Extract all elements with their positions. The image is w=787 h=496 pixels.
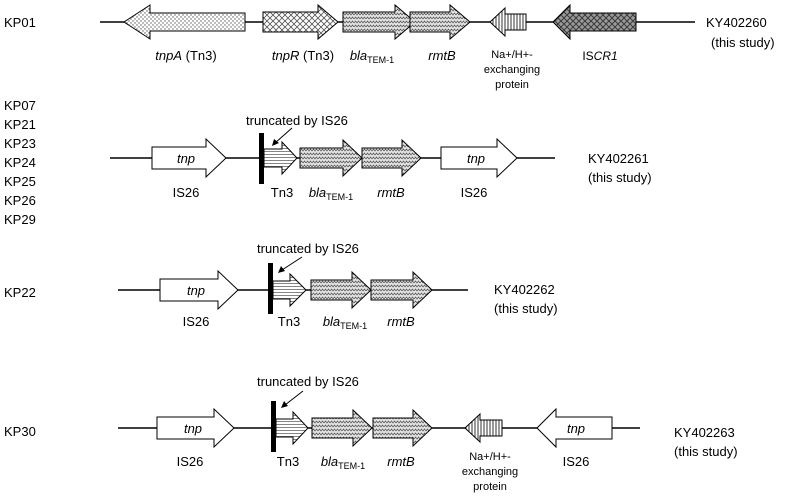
gene-arrow-blatem1 [311, 408, 373, 448]
isolate-label: KP21 [4, 117, 36, 132]
is26-truncation-bar [259, 133, 264, 184]
gene-label-rmtb: rmtB [387, 454, 415, 469]
isolate-label: KP29 [4, 212, 36, 227]
gene-label-na-h-line2: exchanging [462, 466, 518, 478]
gene-arrow-iscr1 [552, 3, 637, 41]
isolate-label: KP25 [4, 174, 36, 189]
is26-truncation-bar [271, 401, 276, 452]
truncated-note: truncated by IS26 [257, 241, 359, 256]
gene-arrow-rmtb [370, 270, 433, 310]
gene-label-na-h-line1: Na+/H+- [491, 49, 533, 61]
gene-label-blatem1: blaTEM-1 [321, 454, 365, 471]
truncated-pointer-line [274, 127, 293, 144]
gene-label-tn3: Tn3 [278, 314, 300, 329]
truncated-pointer-line [281, 256, 303, 271]
isolate-label: KP07 [4, 98, 36, 113]
source-label: (this study) [588, 170, 652, 185]
gene-arrow-tnp-is26 [159, 269, 239, 311]
gene-arrow-blatem1 [342, 3, 416, 41]
accession-label: KY402263 [674, 425, 735, 440]
gene-arrow-tnpr [262, 3, 339, 41]
gene-label-tn3: Tn3 [277, 454, 299, 469]
gene-label-rmtb: rmtB [377, 185, 405, 200]
row-kp30: KP30 tnp tnp truncated by IS26 IS26 Tn3 … [4, 374, 738, 493]
gene-arrow-blatem1 [310, 270, 372, 310]
accession-label: KY402261 [588, 151, 649, 166]
row-kp07-group: KP07 KP21 KP23 KP24 KP25 KP26 KP29 tnp t… [4, 98, 652, 227]
gene-label-rmtb: rmtB [387, 314, 415, 329]
gene-arrow-tnp-is26 [536, 407, 613, 449]
gene-arrow-tnp-is26 [440, 137, 518, 179]
gene-arrow-tn3-truncated [263, 140, 298, 176]
gene-arrow-na-h-exchanger [489, 6, 527, 38]
gene-label-na-h-line2: exchanging [484, 64, 540, 76]
element-label-is26: IS26 [563, 454, 590, 469]
gene-arrow-blatem1 [299, 138, 363, 178]
gene-label-tnpa: tnpA (Tn3) [155, 48, 216, 63]
isolate-label: KP22 [4, 285, 36, 300]
gene-arrow-rmtb [372, 408, 433, 448]
gene-label-tnp: tnp [467, 151, 485, 166]
truncated-note: truncated by IS26 [257, 374, 359, 389]
element-label-is26: IS26 [183, 314, 210, 329]
isolate-label: KP01 [4, 15, 36, 30]
gene-arrow-tnp-is26 [156, 407, 235, 449]
gene-label-na-h-line1: Na+/H+- [469, 451, 511, 463]
source-label: (this study) [494, 301, 558, 316]
truncated-pointer-line [284, 390, 304, 406]
truncated-pointer-arrowhead [281, 401, 288, 408]
gene-arrow-tn3-truncated [275, 410, 309, 446]
gene-label-tnp: tnp [177, 151, 195, 166]
gene-label-iscr1: ISCR1 [582, 49, 617, 63]
gene-arrow-tnpa [123, 4, 246, 40]
row-kp01: KP01 tnpA (Tn3) tnpR (Tn3) blaTEM-1 rmtB… [4, 3, 775, 91]
gene-label-na-h-line3: protein [495, 79, 529, 91]
accession-label: KY402262 [494, 282, 555, 297]
element-label-is26: IS26 [173, 185, 200, 200]
element-label-is26: IS26 [461, 185, 488, 200]
gene-arrow-na-h-exchanger [464, 412, 503, 444]
source-label: (this study) [674, 444, 738, 459]
gene-label-tnpr: tnpR (Tn3) [272, 48, 334, 63]
row-kp22: KP22 tnp truncated by IS26 IS26 Tn3 blaT… [4, 241, 558, 331]
gene-label-blatem1: blaTEM-1 [323, 314, 367, 331]
is26-truncation-bar [268, 263, 273, 314]
gene-arrow-rmtb [361, 138, 422, 178]
isolate-label: KP26 [4, 193, 36, 208]
truncated-note: truncated by IS26 [246, 113, 348, 128]
gene-label-tnp: tnp [184, 421, 202, 436]
accession-label: KY402260 [706, 15, 767, 30]
gene-label-tnp: tnp [567, 421, 585, 436]
truncated-pointer-arrowhead [272, 139, 279, 146]
gene-label-tnp: tnp [187, 283, 205, 298]
isolate-label: KP24 [4, 155, 36, 170]
gene-label-blatem1: blaTEM-1 [350, 48, 394, 65]
element-label-is26: IS26 [177, 454, 204, 469]
gene-label-rmtb: rmtB [428, 48, 456, 63]
gene-label-tn3: Tn3 [271, 185, 293, 200]
gene-arrow-tn3-truncated [272, 272, 307, 308]
gene-label-blatem1: blaTEM-1 [309, 185, 353, 202]
gene-label-na-h-line3: protein [473, 481, 507, 493]
gene-arrow-tnp-is26 [151, 137, 227, 179]
isolate-label: KP23 [4, 136, 36, 151]
isolate-label: KP30 [4, 424, 36, 439]
gene-arrow-rmtb [409, 3, 471, 41]
truncated-pointer-arrowhead [278, 266, 285, 273]
source-label: (this study) [711, 35, 775, 50]
